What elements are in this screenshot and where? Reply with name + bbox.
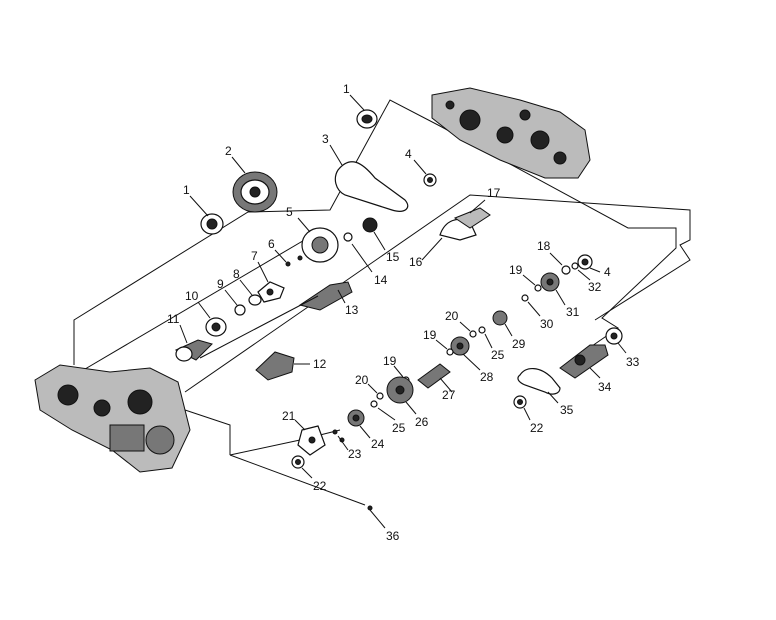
callout-29: 29: [512, 337, 526, 351]
part-35-chain: [517, 368, 561, 404]
callout-18: 18: [537, 239, 551, 253]
callout-11: 11: [167, 312, 180, 326]
callout-7: 7: [251, 249, 258, 263]
part-10-bearing: [197, 301, 227, 337]
part-19-washer-mid: [435, 339, 454, 356]
part-22-nut-lower: [291, 455, 313, 479]
part-14-spacer: [343, 232, 373, 273]
part-29-gear: [492, 310, 513, 337]
part-25-washer-upper: [478, 326, 493, 349]
callout-15: 15: [386, 250, 400, 264]
part-34-input-shaft: [559, 344, 609, 379]
callout-32: 32: [588, 280, 602, 294]
part-18-washer: [549, 252, 571, 275]
callout-labels: 1 1 2 3 4 4 5 6 7 8 9 10 11 12 13 14 15 …: [167, 82, 640, 543]
part-12-guard: [255, 351, 310, 381]
part-9-washer: [224, 289, 246, 316]
callout-20: 20: [445, 309, 459, 323]
part-24-gear: [347, 409, 371, 439]
part-33-bearing: [605, 327, 627, 354]
callout-19: 19: [509, 263, 523, 277]
callout-26: 26: [415, 415, 429, 429]
part-23-pins: [332, 429, 349, 451]
callout-9: 9: [217, 277, 224, 291]
part-20-washer-upper: [459, 321, 477, 338]
callout-25: 25: [392, 421, 406, 435]
callout-22: 22: [313, 479, 327, 493]
callout-3: 3: [322, 132, 329, 146]
callout-25: 25: [491, 348, 505, 362]
part-21-plate: [294, 419, 326, 456]
part-7-plate: [257, 261, 285, 303]
callout-28: 28: [480, 370, 494, 384]
transmission-cover: [431, 87, 591, 179]
callout-19: 19: [383, 354, 397, 368]
part-30-spacer: [521, 294, 541, 317]
callout-24: 24: [371, 437, 385, 451]
callout-19: 19: [423, 328, 437, 342]
part-32-washer: [571, 262, 591, 281]
part-20-washer-lower: [367, 383, 384, 400]
part-4-nut-right: [577, 254, 601, 273]
part-2-sprocket: [231, 156, 278, 213]
part-25-washer-lower: [370, 400, 396, 421]
callout-17: 17: [487, 186, 501, 200]
callout-21: 21: [282, 409, 296, 423]
callout-36: 36: [386, 529, 400, 543]
part-19-washer-upper: [522, 274, 542, 292]
callout-13: 13: [345, 303, 359, 317]
callout-1: 1: [183, 183, 190, 197]
callout-27: 27: [442, 388, 456, 402]
callout-5: 5: [286, 205, 293, 219]
callout-4: 4: [405, 147, 412, 161]
callout-6: 6: [268, 237, 275, 251]
part-13-output-shaft: [199, 281, 353, 359]
part-27-shaft: [417, 363, 453, 393]
part-1-seal-left: [189, 195, 224, 235]
part-31-gear: [540, 272, 566, 306]
part-11-shaft: [174, 324, 213, 362]
callout-33: 33: [626, 355, 640, 369]
part-4-nut-upper: [413, 159, 437, 187]
part-5-driven-sprocket: [297, 217, 339, 263]
part-6-pins: [274, 249, 303, 267]
callout-4: 4: [604, 265, 611, 279]
callout-16: 16: [409, 255, 423, 269]
part-22-nut-right: [513, 395, 531, 421]
callout-20: 20: [355, 373, 369, 387]
callout-22: 22: [530, 421, 544, 435]
callout-1: 1: [343, 82, 350, 96]
part-8-oring: [239, 279, 262, 306]
callout-2: 2: [225, 144, 232, 158]
callout-35: 35: [560, 403, 574, 417]
callout-14: 14: [374, 273, 388, 287]
callout-31: 31: [566, 305, 580, 319]
transmission-housing: [34, 364, 191, 473]
part-36-screw: [367, 505, 386, 529]
callout-8: 8: [233, 267, 240, 281]
callout-10: 10: [185, 289, 199, 303]
part-1-seal-upper: [349, 94, 378, 129]
part-15-bearing: [362, 217, 386, 251]
callout-12: 12: [313, 357, 327, 371]
callout-23: 23: [348, 447, 362, 461]
callout-34: 34: [598, 380, 612, 394]
part-26-gear: [386, 376, 417, 415]
part-3-chain: [329, 144, 409, 212]
part-17-bracket: [453, 199, 491, 229]
part-28-gear: [450, 336, 481, 371]
callout-30: 30: [540, 317, 554, 331]
